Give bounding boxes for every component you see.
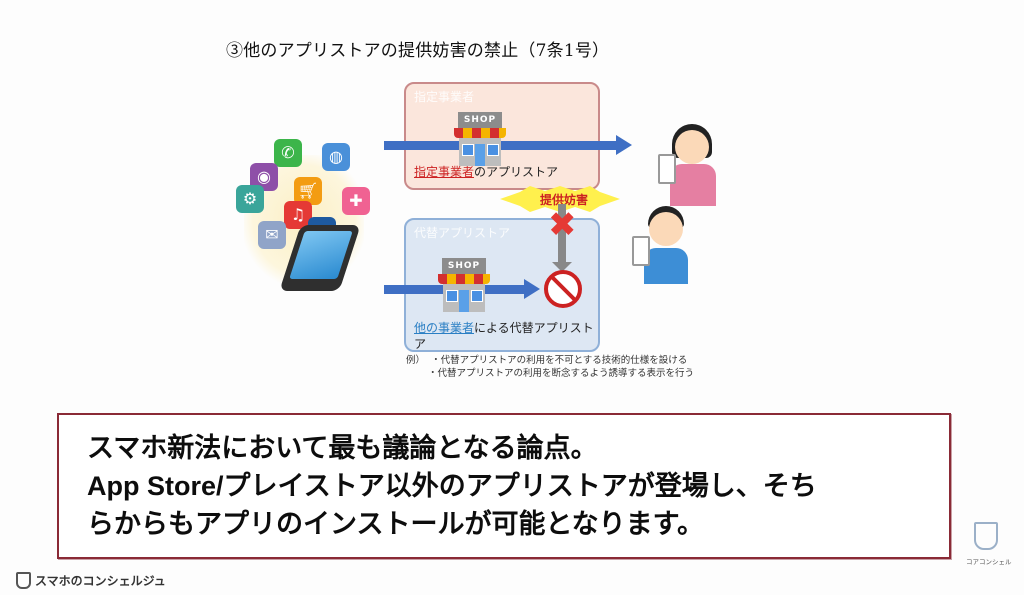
- designated-box-label: 指定事業者: [414, 90, 475, 104]
- cart-icon: 🛒︎: [294, 177, 322, 205]
- globe-icon: ◍: [322, 143, 350, 171]
- callout-text: スマホ新法において最も議論となる論点。 App Store/プレイストア以外のア…: [87, 429, 817, 543]
- gear-icon: ⚙: [236, 185, 264, 213]
- designated-caption-rest: のアプリストア: [474, 165, 559, 179]
- alt-caption-highlight: 他の事業者: [414, 321, 475, 335]
- burst-icon: [500, 186, 620, 212]
- brand-left-text: スマホのコンシェルジュ: [35, 574, 166, 588]
- cross-icon: ✖: [548, 205, 577, 245]
- caption-callout: スマホ新法において最も議論となる論点。 App Store/プレイストア以外のア…: [57, 413, 951, 559]
- mail-icon: ✉: [258, 221, 286, 249]
- callout-line: スマホ新法において最も議論となる論点。: [87, 433, 598, 463]
- gamepad-icon: ✚: [342, 187, 370, 215]
- down-arrow-head-icon: [552, 262, 572, 272]
- brand-left: スマホのコンシェルジュ: [16, 572, 166, 589]
- alt-caption-rest: による代替アプリストア: [414, 321, 594, 351]
- designated-caption-highlight: 指定事業者: [414, 165, 475, 179]
- alt-box-label: 代替アプリストア: [414, 226, 511, 240]
- phone-icon: ✆: [274, 139, 302, 167]
- alt-box-caption: 他の事業者による代替アプリストア: [414, 320, 594, 352]
- callout-line: App Store/プレイストア以外のアプリストアが登場し、そち: [87, 471, 817, 501]
- example-note: 例） ・代替アプリストアの利用を不可とする技術的仕様を設ける ・代替アプリストア…: [406, 354, 694, 380]
- shop-sign: SHOP: [458, 112, 502, 128]
- slide-title: ③他のアプリストアの提供妨害の禁止（7条1号）: [226, 41, 610, 61]
- shield-logo-icon: [16, 572, 31, 589]
- down-arrow-icon: [558, 204, 566, 266]
- obstruction-label: 提供妨害: [540, 193, 589, 207]
- designated-box-caption: 指定事業者のアプリストア: [414, 164, 558, 180]
- callout-line: らからもアプリのインストールが可能となります。: [87, 509, 704, 539]
- no-entry-icon: [544, 270, 582, 308]
- shop-icon: SHOP: [438, 258, 490, 314]
- shop-sign: SHOP: [442, 258, 486, 274]
- music-icon: ♫: [284, 201, 312, 229]
- example-line: ・代替アプリストアの利用を断念するよう誘導する表示を行う: [428, 368, 695, 379]
- brand-right: コアコンシェル: [966, 522, 1012, 566]
- shop-icon: SHOP: [454, 112, 506, 168]
- example-line: 例） ・代替アプリストアの利用を不可とする技術的仕様を設ける: [406, 355, 688, 366]
- brand-right-text: コアコンシェル: [966, 558, 1012, 566]
- shield-logo-icon: [974, 522, 998, 550]
- app-cluster-illustration: ✆ ◍ ◉ ⚙ 🛒︎ ✚ ♫ ✉ ▥: [232, 135, 377, 300]
